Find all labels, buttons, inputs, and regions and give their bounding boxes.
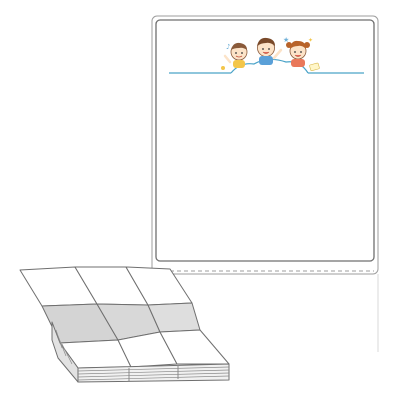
svg-text:♪: ♪ [226, 43, 230, 51]
label-face [155, 19, 375, 262]
svg-text:✦: ✦ [308, 37, 313, 44]
stack-front-side [77, 363, 230, 383]
svg-text:★: ★ [283, 36, 289, 44]
fanfold-stack [19, 266, 230, 383]
kids-waving-banner-icon: ♪ ★ ✦ [221, 36, 320, 72]
stack-sheet-lines [55, 329, 230, 381]
liner-outline [151, 15, 379, 275]
